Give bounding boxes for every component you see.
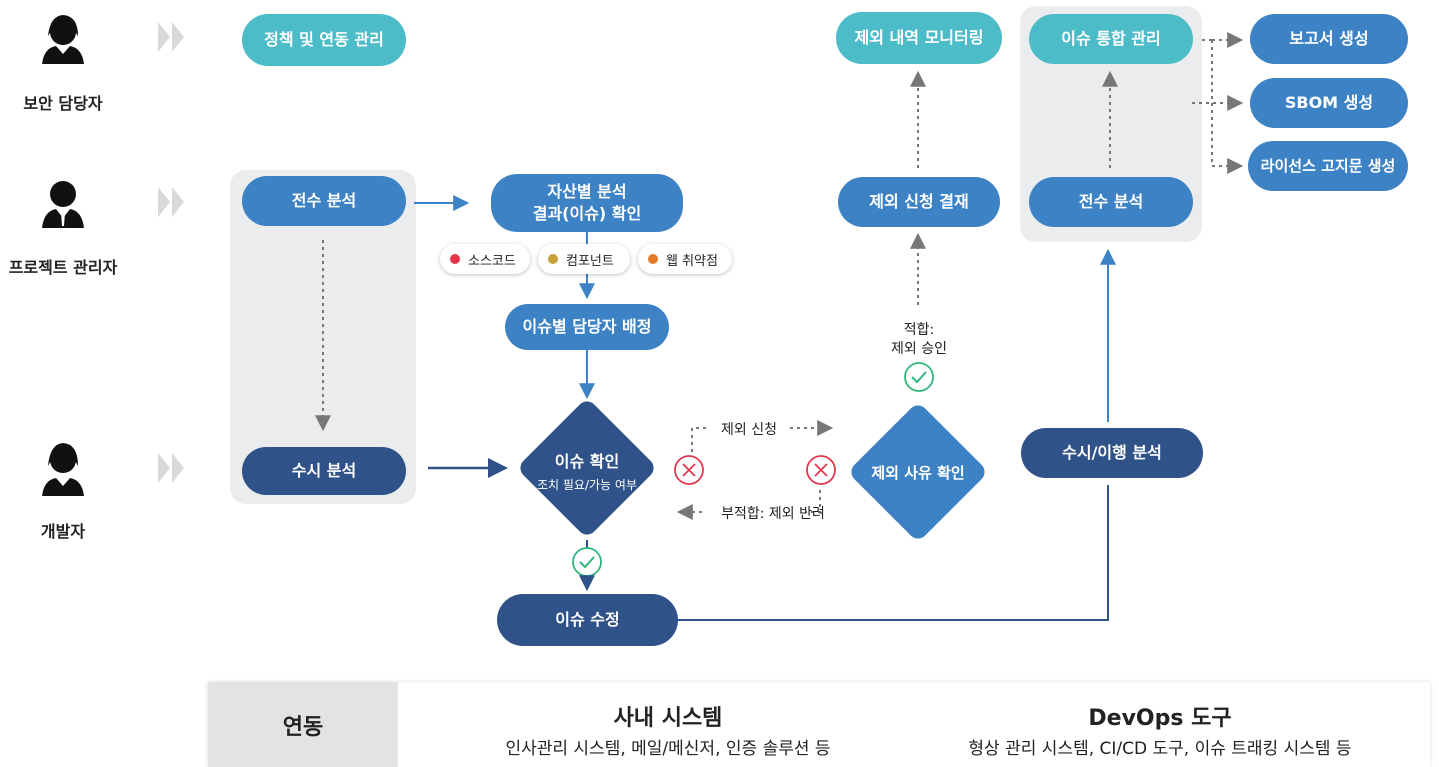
tag-label-web: 웹 취약점 bbox=[666, 253, 718, 269]
node-report: 보고서 생성 bbox=[1250, 14, 1408, 64]
tag-label-component: 컴포넌트 bbox=[566, 253, 614, 269]
node-asset-result: 자산별 분석 결과(이슈) 확인 bbox=[491, 174, 683, 232]
fix-check-icon bbox=[572, 547, 602, 577]
edge-label-reject: 부적합: 제외 반려 bbox=[721, 506, 825, 522]
tag-dot-web bbox=[648, 254, 658, 264]
node-full-scan-right: 전수 분석 bbox=[1029, 177, 1193, 227]
arrow-fix-to-migration bbox=[678, 485, 1109, 621]
chevron-icon-row1 bbox=[158, 22, 184, 52]
role-label-security: 보안 담당자 bbox=[23, 94, 103, 113]
approve-check-icon bbox=[904, 362, 934, 392]
chevron-icon-row2 bbox=[158, 187, 184, 217]
tag-dot-source bbox=[450, 254, 460, 264]
reject-icon-left bbox=[674, 455, 704, 485]
tag-source-code: 소스코드 bbox=[440, 244, 530, 274]
developer-icon bbox=[42, 443, 84, 496]
node-adhoc-scan: 수시 분석 bbox=[242, 447, 406, 495]
node-exclusion-approval: 제외 신청 결재 bbox=[838, 177, 1000, 227]
internal-systems-title: 사내 시스템 bbox=[613, 706, 723, 731]
node-policy: 정책 및 연동 관리 bbox=[242, 14, 406, 66]
chevron-icon-row3 bbox=[158, 453, 184, 483]
node-issue-check: 이슈 확인 조치 필요/가능 여부 bbox=[517, 448, 657, 493]
edge-label-apply-exclusion: 제외 신청 bbox=[721, 422, 777, 438]
edge-label-approve-line1: 적합: bbox=[903, 322, 935, 338]
tag-web-vuln: 웹 취약점 bbox=[638, 244, 732, 274]
node-adhoc-migration: 수시/이행 분석 bbox=[1021, 428, 1203, 478]
devops-tools-title: DevOps 도구 bbox=[1088, 706, 1232, 731]
internal-systems-desc: 인사관리 시스템, 메일/메신저, 인증 솔루션 등 bbox=[505, 739, 831, 759]
node-assign: 이슈별 담당자 배정 bbox=[505, 304, 669, 350]
node-exclusion-review: 제외 사유 확인 bbox=[871, 464, 965, 482]
security-officer-icon bbox=[42, 15, 84, 64]
node-issue-fix: 이슈 수정 bbox=[497, 594, 678, 646]
node-sbom: SBOM 생성 bbox=[1250, 78, 1408, 128]
issue-check-diamond bbox=[520, 401, 654, 535]
edge-label-approve-line2: 제외 승인 bbox=[891, 340, 947, 357]
reject-icon-right bbox=[806, 455, 836, 485]
integration-label: 연동 bbox=[208, 682, 398, 767]
node-full-scan-pm: 전수 분석 bbox=[242, 176, 406, 226]
role-label-pm: 프로젝트 관리자 bbox=[8, 258, 118, 277]
role-label-developer: 개발자 bbox=[40, 522, 86, 541]
issue-check-sub: 조치 필요/가능 여부 bbox=[537, 478, 637, 492]
exclusion-review-diamond bbox=[851, 405, 985, 539]
edge-label-approve: 적합: 제외 승인 bbox=[878, 321, 960, 359]
project-manager-icon bbox=[42, 181, 84, 228]
arrow-apply-exclusion bbox=[691, 427, 706, 452]
node-asset-result-line2: 결과(이슈) 확인 bbox=[532, 204, 642, 223]
node-integrated: 이슈 통합 관리 bbox=[1029, 14, 1193, 64]
node-license: 라이선스 고지문 생성 bbox=[1248, 141, 1408, 191]
node-exclusion-monitor: 제외 내역 모니터링 bbox=[836, 12, 1002, 64]
tag-dot-component bbox=[548, 254, 558, 264]
arrow-reject-head bbox=[806, 490, 821, 513]
issue-check-title: 이슈 확인 bbox=[554, 452, 620, 471]
tag-label-source: 소스코드 bbox=[468, 253, 516, 269]
integration-panel bbox=[208, 682, 1430, 767]
node-asset-result-line1: 자산별 분석 bbox=[547, 182, 627, 202]
devops-tools-desc: 형상 관리 시스템, CI/CD 도구, 이슈 트래킹 시스템 등 bbox=[968, 739, 1352, 759]
tag-component: 컴포넌트 bbox=[538, 244, 630, 274]
